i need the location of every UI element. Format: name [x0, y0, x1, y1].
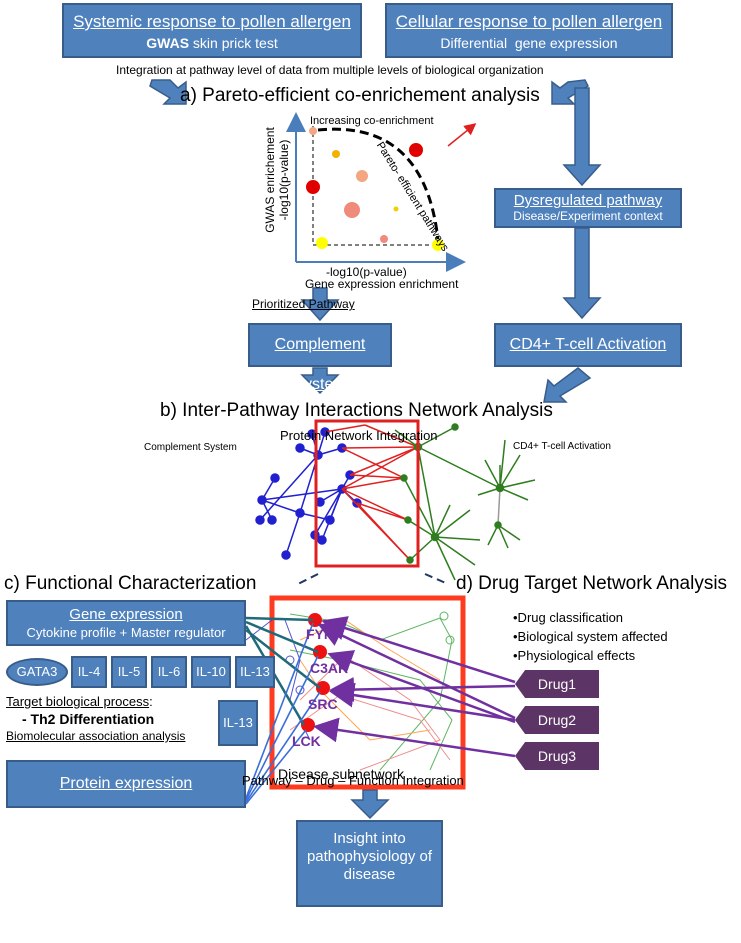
plot-ylabel: GWAS enrichement -log10(p-value)	[263, 120, 291, 240]
systemic-response-sub: skin prick test	[189, 35, 278, 51]
cytokine-il10: IL-10	[191, 656, 231, 688]
drug2-label: Drug2	[537, 712, 577, 728]
flow-arrow-complement-to-b	[300, 367, 340, 395]
gene-node-lck	[301, 718, 315, 732]
flow-arrow-to-insight	[350, 789, 390, 820]
cellular-response-sub: Differential gene expression	[440, 35, 618, 51]
gene-label-lck: LCK	[292, 733, 321, 749]
gene-label-src: SRC	[308, 696, 338, 712]
dysregulated-pathway-sub: Disease/Experiment context	[513, 209, 663, 223]
plot-point	[356, 170, 368, 182]
plot-increasing-label: Increasing co-enrichment	[310, 115, 434, 127]
protein-expression-links	[245, 622, 321, 805]
plot-point	[409, 143, 423, 157]
gene-label-fyn: FYN	[306, 626, 334, 642]
flow-arrows	[149, 79, 602, 820]
plot-point	[309, 127, 317, 135]
cd4-activation-box: CD4+ T-cell Activation	[494, 323, 682, 367]
drug2-tag: Drug2	[515, 706, 599, 734]
gene-node-src	[316, 681, 330, 695]
target-process-text: Target biological process	[6, 694, 150, 709]
systemic-response-box: Systemic response to pollen allergen GWA…	[62, 3, 362, 58]
insight-text: Insight into pathophysiology of disease	[306, 830, 433, 883]
pareto-plot	[286, 112, 477, 272]
pathway-drug-function-integration: Pathway – Drug – Function Integration	[242, 773, 464, 788]
target-process-colon: :	[149, 694, 153, 709]
gene-expression-title: Gene expression	[69, 606, 183, 623]
cytokine-il4: IL-4	[71, 656, 107, 688]
insight-box: Insight into pathophysiology of disease	[296, 820, 443, 907]
drug3-label: Drug3	[537, 748, 577, 764]
systemic-response-title: Systemic response to pollen allergen	[73, 12, 351, 31]
flow-arrow-cd4-to-b	[543, 367, 592, 403]
disease-subnetwork-label: Disease subnetwork	[278, 766, 405, 782]
flow-arrow-systemic	[149, 79, 187, 105]
cytokine-il13: IL-13	[235, 656, 275, 688]
drug-bullet-3: •Physiological effects	[513, 648, 636, 663]
complement-system-box: Complement System	[248, 323, 392, 393]
prioritized-pathway-label: Prioritized Pathway	[252, 297, 355, 311]
network-left-label: Complement System	[144, 442, 237, 453]
cytokine-gata3: GATA3	[6, 658, 68, 686]
target-process-label: Target biological process:	[6, 694, 153, 709]
plot-xlabel-line1: -log10(p-value)	[326, 265, 407, 279]
network-right-label: CD4+ T-cell Activation	[513, 441, 611, 452]
section-a-title: a) Pareto-efficient co-enrichement analy…	[180, 85, 540, 106]
cellular-response-box: Cellular response to pollen allergen Dif…	[385, 3, 673, 58]
flow-arrow-to-dysregulated	[562, 87, 602, 187]
cytokine-il5: IL-5	[111, 656, 147, 688]
protein-expression-box: Protein expression	[6, 760, 246, 808]
drug-bullet-2: •Biological system affected	[513, 629, 668, 644]
gene-label-c3ar: C3AR	[310, 660, 349, 676]
plot-point	[332, 150, 340, 158]
gene-expression-box: Gene expression Cytokine profile + Maste…	[6, 600, 246, 646]
inter-pathway-network	[255, 419, 536, 581]
plot-xlabel-line2: Gene expression enrichment	[305, 277, 459, 291]
gene-node-c3ar	[313, 645, 327, 659]
protein-network-integration-label: Protein Network Integration	[280, 428, 438, 443]
plot-point	[393, 206, 399, 212]
plot-ylabel-line1: GWAS enrichement	[263, 127, 277, 233]
section-d-title: d) Drug Target Network Analysis	[456, 573, 728, 594]
section-b-title: b) Inter-Pathway Interactions Network An…	[160, 400, 553, 421]
flow-arrow-to-cd4	[562, 227, 602, 320]
plot-point	[380, 235, 388, 243]
plot-point	[344, 202, 360, 218]
drug1-label: Drug1	[537, 676, 577, 692]
dysregulated-pathway-box: Dysregulated pathway Disease/Experiment …	[494, 188, 682, 228]
cytokine-il6: IL-6	[151, 656, 187, 688]
plot-ylabel-line2: -log10(p-value)	[277, 139, 291, 221]
plot-point	[432, 239, 444, 251]
biomolecular-association-label: Biomolecular association analysis	[6, 729, 186, 743]
systemic-response-gwas: GWAS	[146, 35, 190, 51]
cellular-response-title: Cellular response to pollen allergen	[395, 12, 663, 31]
dysregulated-pathway-title: Dysregulated pathway	[513, 192, 663, 209]
gene-expression-sub: Cytokine profile + Master regulator	[26, 625, 226, 640]
drug-bullet-1: •Drug classification	[513, 610, 624, 625]
il13-side-box: IL-13	[218, 700, 258, 746]
section-c-title: c) Functional Characterization	[4, 573, 257, 594]
drug1-tag: Drug1	[515, 670, 599, 698]
disease-subnetwork	[245, 595, 466, 790]
drug3-tag: Drug3	[515, 742, 599, 770]
th2-differentiation: - Th2 Differentiation	[22, 711, 155, 727]
flow-arrow-to-complement	[300, 287, 340, 322]
plot-point	[316, 237, 328, 249]
drug-target-arrows	[313, 616, 516, 758]
integration-note: Integration at pathway level of data fro…	[116, 63, 544, 77]
plot-point	[306, 180, 320, 194]
